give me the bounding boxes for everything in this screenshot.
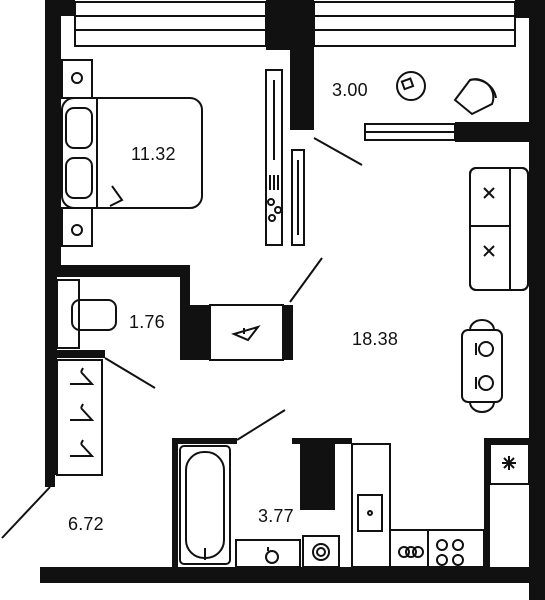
room-area-bedroom: 11.32 [131, 144, 176, 164]
room-area-hall: 6.72 [68, 514, 104, 534]
room-area-wc: 1.76 [129, 312, 165, 332]
walls [40, 0, 545, 600]
room-area-balcony: 3.00 [332, 80, 368, 100]
room-area-living: 18.38 [352, 329, 399, 349]
fixtures [1, 1, 530, 568]
room-area-bathroom: 3.77 [258, 506, 294, 526]
